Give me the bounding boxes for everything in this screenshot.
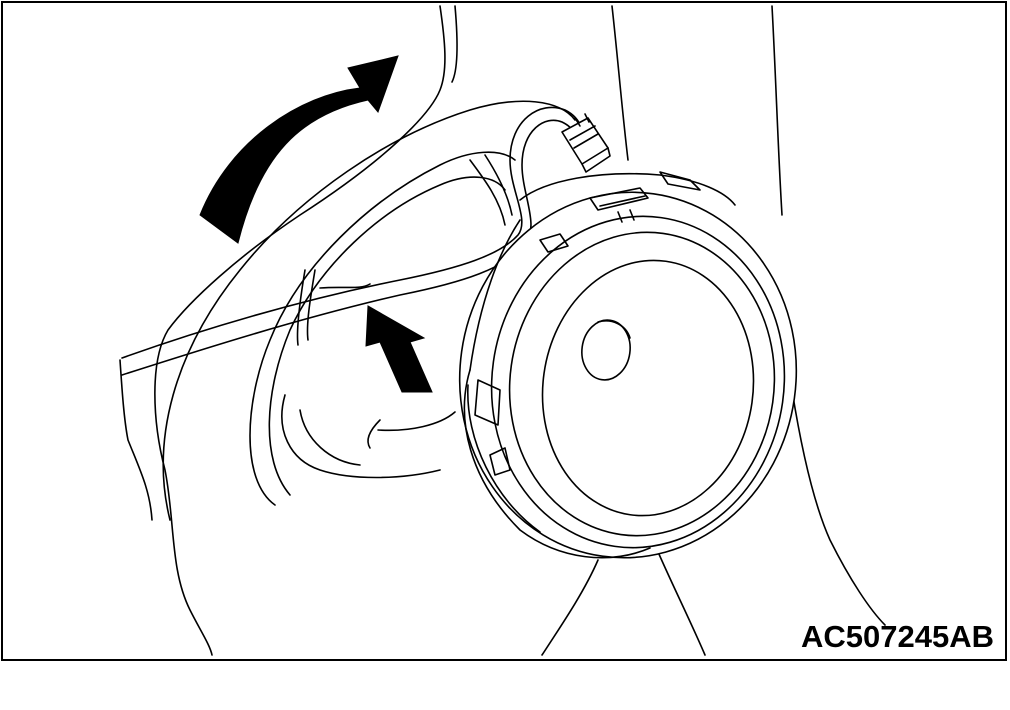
curved-rotation-arrow-icon <box>199 55 399 244</box>
straight-insertion-arrow-icon <box>365 305 433 393</box>
door-panel-outline <box>119 5 886 656</box>
mounting-tab <box>474 379 501 426</box>
mounting-flange <box>162 100 576 521</box>
mounting-tab <box>489 447 511 476</box>
connector <box>561 113 611 173</box>
speaker-unit <box>458 171 798 559</box>
mounting-tab <box>659 171 701 191</box>
mounting-tab <box>589 187 649 211</box>
mounting-tab <box>539 233 569 253</box>
speaker-dust-cap <box>581 319 631 381</box>
figure-code-label: AC507245AB <box>801 619 994 654</box>
